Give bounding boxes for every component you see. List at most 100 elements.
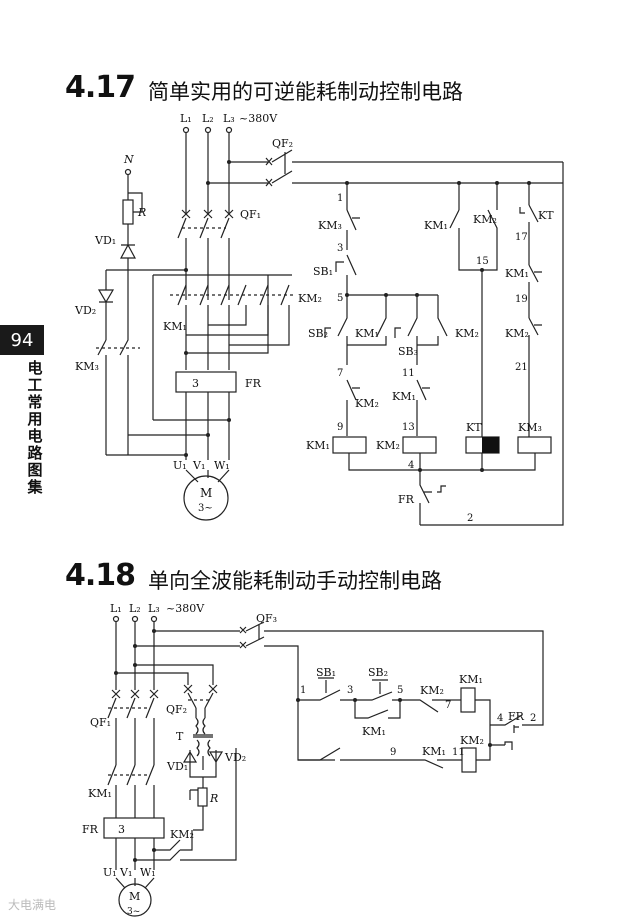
node-19: 19 bbox=[515, 294, 528, 305]
label2-qf1: QF₁ bbox=[90, 716, 111, 729]
label2-coil-km2: KM₂ bbox=[460, 734, 484, 747]
supply-lines-1: L₁ L₂ L₃ ~380V QF₂ QF₁ bbox=[177, 112, 563, 300]
node2-4: 4 bbox=[497, 713, 503, 724]
fr2-box: 3 bbox=[118, 823, 125, 836]
control-circuit-1: 1 KM₃ 3 SB₁ 5 SB₂ KM₁ SB₃ KM₂ 7 11 KM₂ K… bbox=[306, 162, 564, 526]
node-17: 17 bbox=[515, 232, 528, 243]
label-vd1: VD₁ bbox=[94, 234, 116, 247]
watermark: 大电满电 bbox=[8, 898, 57, 912]
label-fr-nc: FR bbox=[398, 493, 415, 506]
label2-fr-nc: FR bbox=[508, 710, 525, 723]
label-w1: W₁ bbox=[214, 459, 230, 472]
motor-phase-2: 3~ bbox=[127, 907, 140, 917]
label-km3-nc: KM₃ bbox=[318, 219, 342, 232]
node2-5: 5 bbox=[397, 685, 403, 696]
label-sb3: SB₃ bbox=[398, 345, 418, 358]
label2-l1: L₁ bbox=[110, 602, 122, 615]
label-v1: V₁ bbox=[192, 459, 205, 472]
node-15: 15 bbox=[476, 256, 489, 267]
label-km1-series: KM₁ bbox=[505, 267, 529, 280]
label2-fr: FR bbox=[82, 823, 99, 836]
motor-1: M 3~ bbox=[183, 475, 229, 521]
label2-coil-km1: KM₁ bbox=[459, 673, 483, 686]
label-t: T bbox=[176, 730, 184, 743]
node-9: 9 bbox=[337, 422, 343, 433]
label-u1: U₁ bbox=[173, 459, 187, 472]
motor-label-2: M bbox=[129, 890, 140, 903]
label-km1-interlock: KM₁ bbox=[392, 390, 416, 403]
label2-l3: L₃ bbox=[148, 602, 160, 615]
label-fr-1: FR bbox=[245, 377, 262, 390]
supply-lines-2: L₁ L₂ L₃ ~380V QF₃ QF₂ T VD₁ VD₂ R bbox=[110, 602, 544, 861]
node-2: 2 bbox=[467, 513, 473, 524]
label2-vd2: VD₂ bbox=[224, 751, 246, 764]
node2-9: 9 bbox=[390, 747, 396, 758]
label-km2-series: KM₂ bbox=[505, 327, 529, 340]
motor-label-1: M bbox=[200, 486, 212, 500]
section1-title: 简单实用的可逆能耗制动控制电路 bbox=[148, 80, 463, 104]
control-circuit-2: 1 SB₁ 3 SB₂ 5 KM₁ KM₂ 7 KM₁ 9 KM₁ 11 KM₂… bbox=[296, 650, 544, 773]
label-km1-main: KM₁ bbox=[163, 320, 187, 333]
page-number-tab: 94 bbox=[0, 325, 44, 355]
node-13: 13 bbox=[402, 422, 415, 433]
book-side-title: 电工常用电路图集 bbox=[27, 359, 43, 496]
label-km3-main: KM₃ bbox=[75, 360, 99, 373]
fr-relay-1: 3 FR U₁ V₁ W₁ bbox=[106, 371, 262, 483]
label-sb1: SB₁ bbox=[316, 666, 336, 679]
node-7: 7 bbox=[337, 368, 343, 379]
coil2-km1 bbox=[460, 687, 476, 713]
node-3: 3 bbox=[337, 243, 343, 254]
label2-km1-main: KM₁ bbox=[88, 787, 112, 800]
label2-km2-interlock: KM₂ bbox=[420, 684, 444, 697]
label-l1: L₁ bbox=[180, 112, 192, 125]
label2-qf2: QF₂ bbox=[166, 703, 187, 716]
motor-phase-1: 3~ bbox=[198, 503, 213, 514]
label-km2-aux: KM₂ bbox=[455, 327, 479, 340]
label2-r: R bbox=[209, 792, 218, 805]
label-qf2: QF₂ bbox=[272, 137, 293, 150]
label2-l2: L₂ bbox=[129, 602, 141, 615]
fr-box-1: 3 bbox=[192, 377, 199, 390]
node2-3: 3 bbox=[347, 685, 353, 696]
label-r: R bbox=[137, 206, 146, 219]
label-voltage: ~380V bbox=[239, 112, 278, 125]
motor-2: M 3~ bbox=[118, 883, 152, 917]
label-qf1: QF₁ bbox=[240, 208, 261, 221]
label-l2: L₂ bbox=[202, 112, 214, 125]
label2-km1-interlock: KM₁ bbox=[422, 745, 446, 758]
label-vd2: VD₂ bbox=[74, 304, 96, 317]
section2-number: 4.18 bbox=[65, 558, 136, 593]
main-circuit-2: QF₁ KM₁ FR 3 KM₂ U₁ V₁ W₁ bbox=[82, 689, 203, 889]
label-kt-contact: KT bbox=[538, 209, 554, 222]
label-km2-main: KM₂ bbox=[298, 292, 322, 305]
label2-km1-hold: KM₁ bbox=[362, 725, 386, 738]
label-sb2: SB₂ bbox=[308, 327, 328, 340]
node2-7: 7 bbox=[445, 700, 451, 711]
label-km2-brake: KM₂ bbox=[473, 213, 497, 226]
section2-title: 单向全波能耗制动手动控制电路 bbox=[148, 569, 442, 593]
label-coil-km3: KM₃ bbox=[518, 421, 542, 434]
node-5: 5 bbox=[337, 293, 343, 304]
section1-number: 4.17 bbox=[65, 70, 136, 105]
page-number: 94 bbox=[10, 329, 34, 351]
node-11: 11 bbox=[402, 368, 415, 379]
node2-2: 2 bbox=[530, 713, 536, 724]
label-km2-interlock: KM₂ bbox=[355, 397, 379, 410]
label-sb1: SB₁ bbox=[313, 265, 333, 278]
label2-u1: U₁ bbox=[103, 866, 117, 879]
label-km1-aux: KM₁ bbox=[355, 327, 379, 340]
rectifier-branch: N R VD₁ VD₂ KM₃ bbox=[74, 153, 188, 455]
node2-1: 1 bbox=[300, 685, 306, 696]
label-l3: L₃ bbox=[223, 112, 235, 125]
kt-time-delay-mark bbox=[482, 437, 499, 453]
resistor2-r bbox=[197, 787, 208, 807]
node-4: 4 bbox=[408, 460, 414, 471]
label2-w1: W₁ bbox=[140, 866, 156, 879]
label-coil-km2: KM₂ bbox=[376, 439, 400, 452]
node-21: 21 bbox=[515, 362, 528, 373]
label-sb2: SB₂ bbox=[368, 666, 388, 679]
label2-vd1: VD₁ bbox=[166, 760, 188, 773]
label-n: N bbox=[123, 153, 134, 166]
